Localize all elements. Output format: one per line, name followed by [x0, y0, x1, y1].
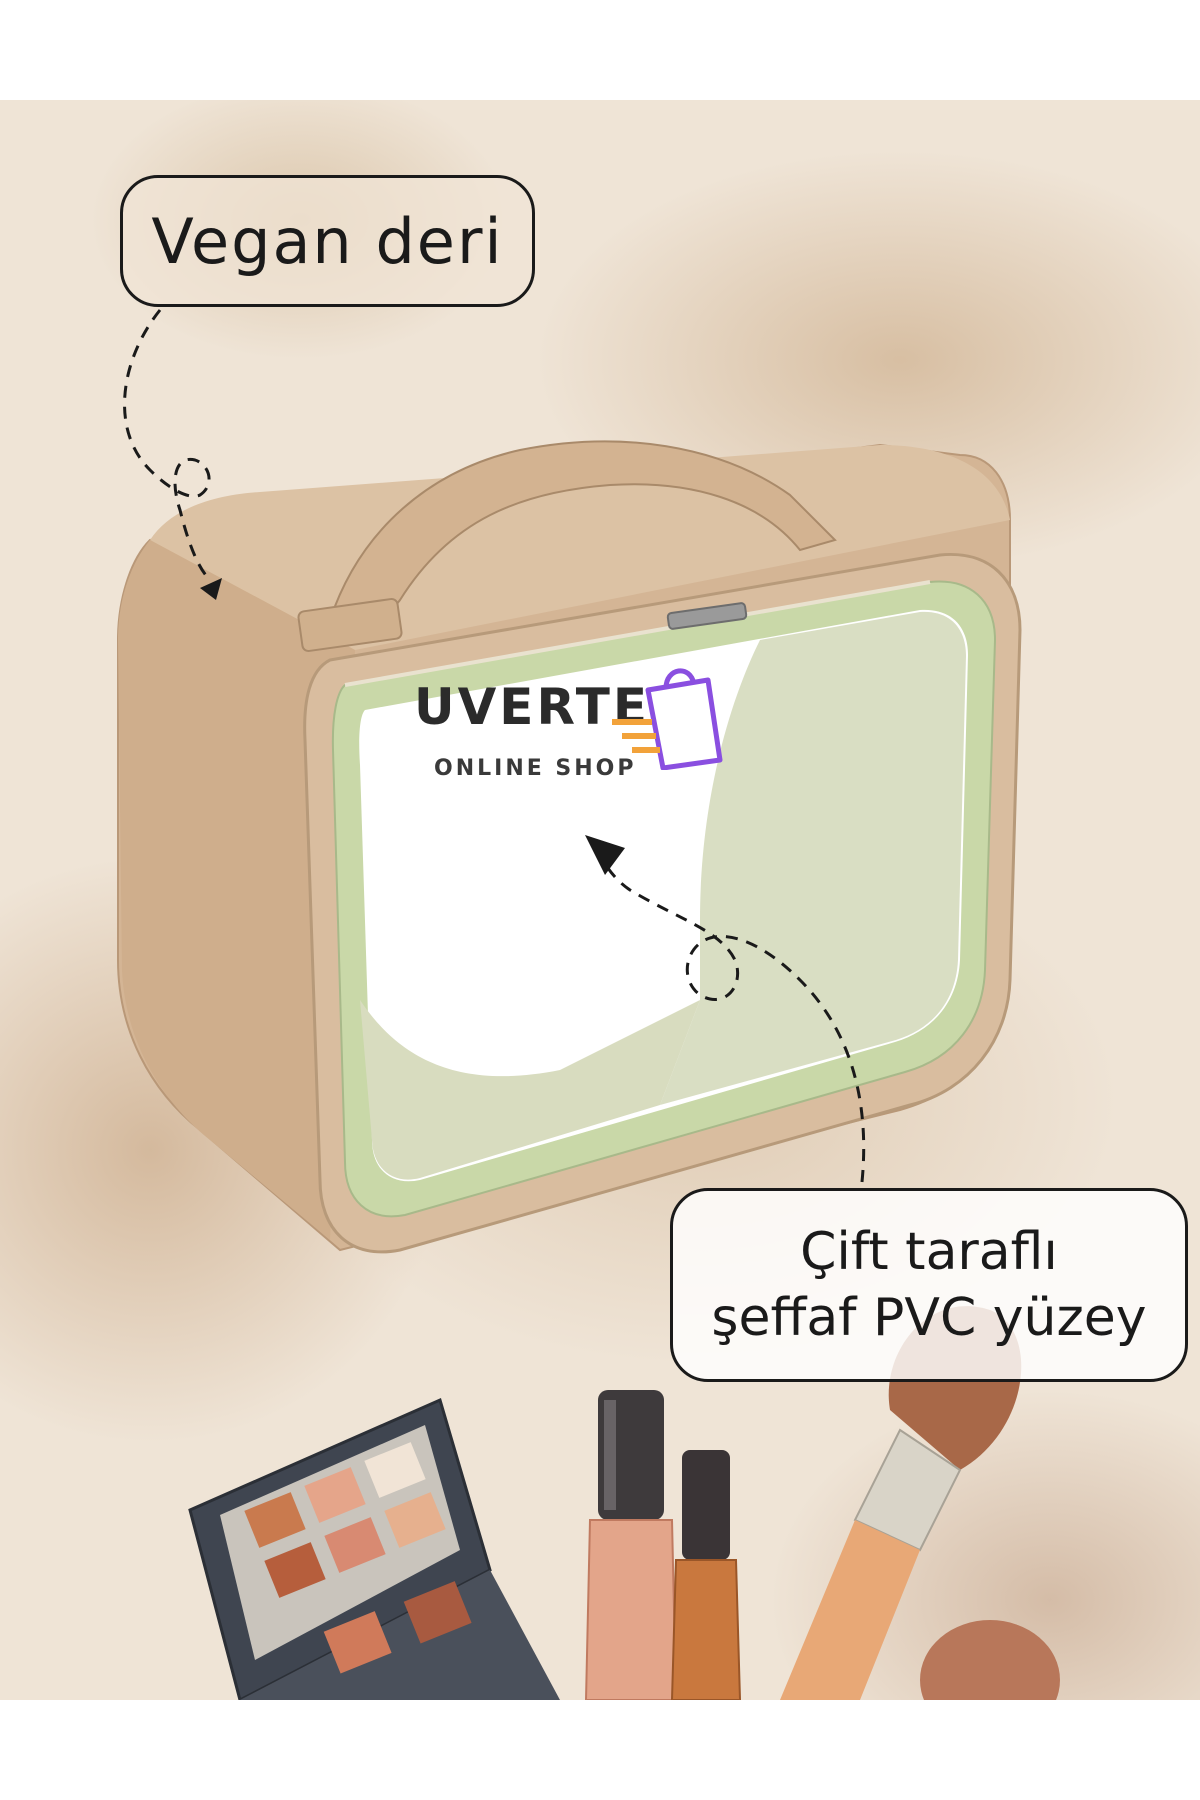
pvc-label-line2: şeffaf PVC yüzey — [711, 1288, 1147, 1348]
pvc-label-line1: Çift taraflı — [800, 1222, 1058, 1282]
vegan-arrow-head — [200, 578, 222, 600]
pvc-surface-callout: Çift taraflı şeffaf PVC yüzey — [670, 1188, 1188, 1382]
serum-bottle — [670, 1450, 742, 1700]
brand-logo: UVERTE ONLINE SHOP — [408, 660, 738, 820]
pvc-arrow-head — [585, 835, 625, 875]
vegan-leather-label: Vegan deri — [151, 205, 504, 278]
vegan-leather-callout: Vegan deri — [120, 175, 535, 307]
brand-name: UVERTE — [414, 678, 650, 736]
cosmetic-bag — [117, 440, 1022, 1254]
foundation-bottle — [584, 1390, 678, 1700]
shopping-bag-icon — [612, 668, 723, 770]
eyeshadow-palette — [188, 1397, 560, 1700]
product-image: Vegan deri Çift taraflı şeffaf PVC yüzey… — [0, 100, 1200, 1700]
zipper-pull — [666, 602, 748, 630]
bag-handle — [297, 440, 837, 652]
vegan-arrow — [123, 309, 212, 582]
product-scene — [117, 309, 1060, 1700]
brand-tagline: ONLINE SHOP — [434, 756, 637, 781]
